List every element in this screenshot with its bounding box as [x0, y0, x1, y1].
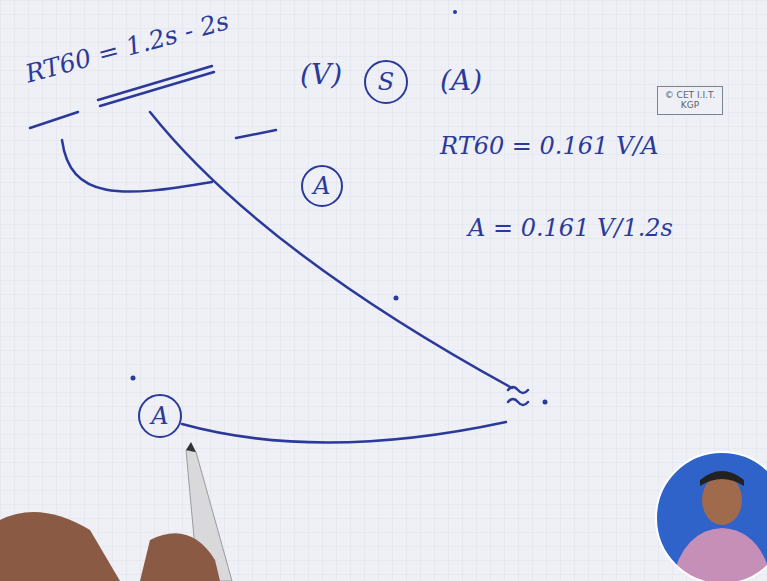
underline — [30, 112, 78, 128]
inset-border — [656, 452, 767, 581]
pointer-curve — [62, 140, 212, 192]
watermark-text: © CET I.I.T. KGP — [660, 90, 720, 111]
double-underline — [98, 66, 212, 100]
dot — [453, 10, 457, 14]
dot — [394, 296, 399, 301]
circled-symbol: A — [301, 165, 343, 207]
symbol-letter: S — [378, 68, 394, 96]
symbol-letter: A — [151, 402, 168, 430]
circled-symbol: S — [364, 60, 408, 104]
watermark-box: © CET I.I.T. KGP — [657, 86, 723, 115]
sound-path-curve — [182, 422, 506, 443]
formula: A = 0.161 V/1.2s — [468, 214, 673, 242]
symbol-label: (A) — [440, 64, 482, 97]
dot — [543, 400, 548, 405]
symbol-label: (V) — [300, 58, 342, 91]
source-squiggle — [508, 387, 528, 405]
symbol-letter: A — [313, 172, 330, 200]
dash-mark — [236, 130, 276, 138]
reverberation-range: RT60 = 1.2s - 2s — [22, 6, 232, 88]
pen — [0, 442, 232, 581]
dot — [131, 376, 136, 381]
lecturer-inset — [650, 450, 767, 581]
formula: RT60 = 0.161 V/A — [440, 132, 659, 160]
double-underline — [100, 72, 214, 106]
circled-symbol: A — [138, 394, 182, 438]
